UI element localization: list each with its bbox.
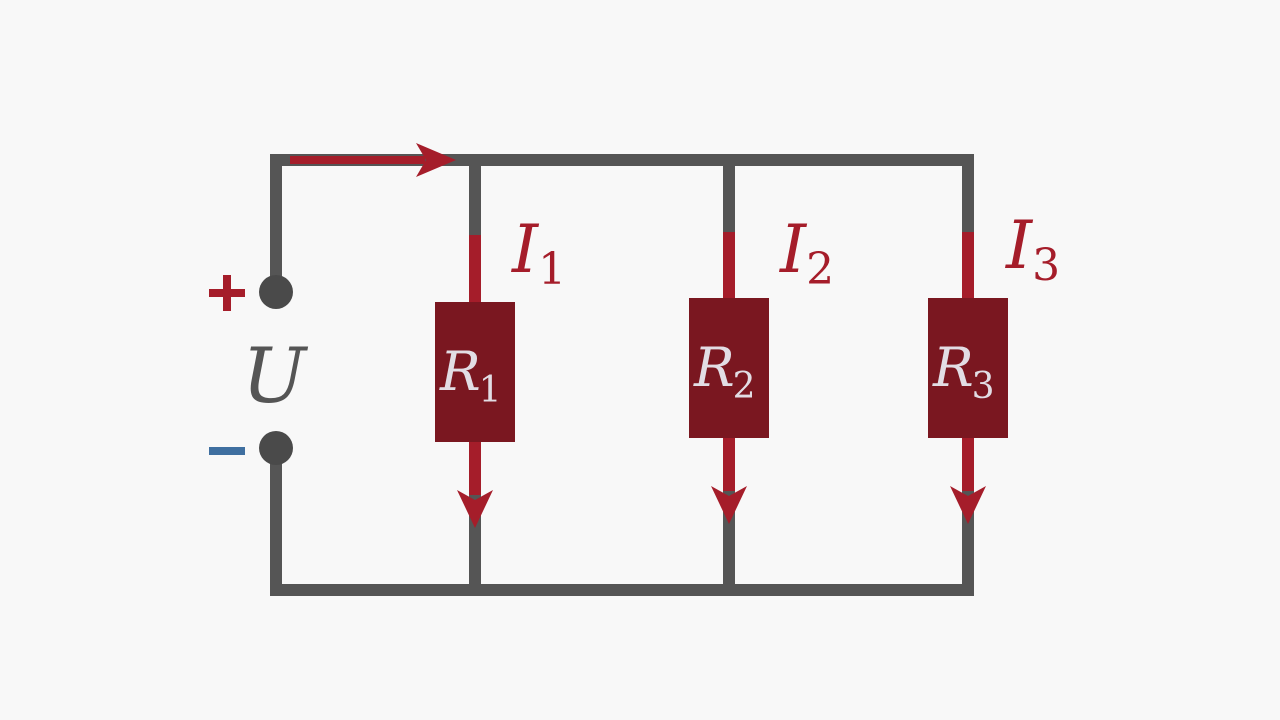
voltage-label: U (242, 331, 309, 420)
resistor-1-index: 1 (479, 370, 502, 411)
resistor-1 (435, 302, 515, 442)
resistor-2-label: R2 (693, 336, 756, 407)
resistor-3-label: R3 (932, 336, 995, 407)
resistors: R1 R2 R3 (435, 298, 1008, 442)
branch-3-current-upper (962, 232, 974, 302)
current-1-index: 1 (538, 244, 566, 295)
branch-2-current-upper (723, 232, 735, 302)
current-2-index: 2 (806, 244, 834, 295)
current-3-symbol: I (1005, 207, 1034, 284)
negative-terminal (259, 431, 293, 465)
branch-1-current-lower (469, 440, 481, 495)
minus-icon (209, 447, 245, 455)
main-current-arrow-icon (416, 143, 456, 177)
branch-1-arrow-down-icon (457, 490, 493, 528)
branch-1-current-upper (469, 235, 481, 305)
branch-currents (457, 232, 986, 528)
circuit-wires (270, 154, 974, 596)
current-2-symbol: I (779, 211, 808, 288)
current-1-label: I1 (511, 211, 566, 295)
current-3-label: I3 (1005, 207, 1060, 291)
resistor-2-symbol: R (693, 336, 735, 399)
branch-3-current-lower (962, 436, 974, 491)
resistor-3-symbol: R (932, 336, 974, 399)
resistor-1-symbol: R (439, 340, 481, 403)
resistor-2 (689, 298, 769, 438)
branch-3-arrow-down-icon (950, 486, 986, 524)
wire-left-upper (270, 154, 974, 596)
branch-2-current-lower (723, 436, 735, 491)
resistor-1-label: R1 (439, 340, 502, 411)
main-current (290, 143, 456, 177)
resistor-2-index: 2 (733, 366, 756, 407)
current-3-index: 3 (1032, 240, 1060, 291)
current-2-label: I2 (779, 211, 834, 295)
current-1-symbol: I (511, 211, 540, 288)
voltage-source: U (209, 275, 309, 465)
branch-2-arrow-down-icon (711, 486, 747, 524)
positive-terminal (259, 275, 293, 309)
resistor-3-index: 3 (972, 366, 995, 407)
plus-icon (209, 275, 245, 311)
resistor-3 (928, 298, 1008, 438)
current-labels: I1 I2 I3 (511, 207, 1060, 295)
